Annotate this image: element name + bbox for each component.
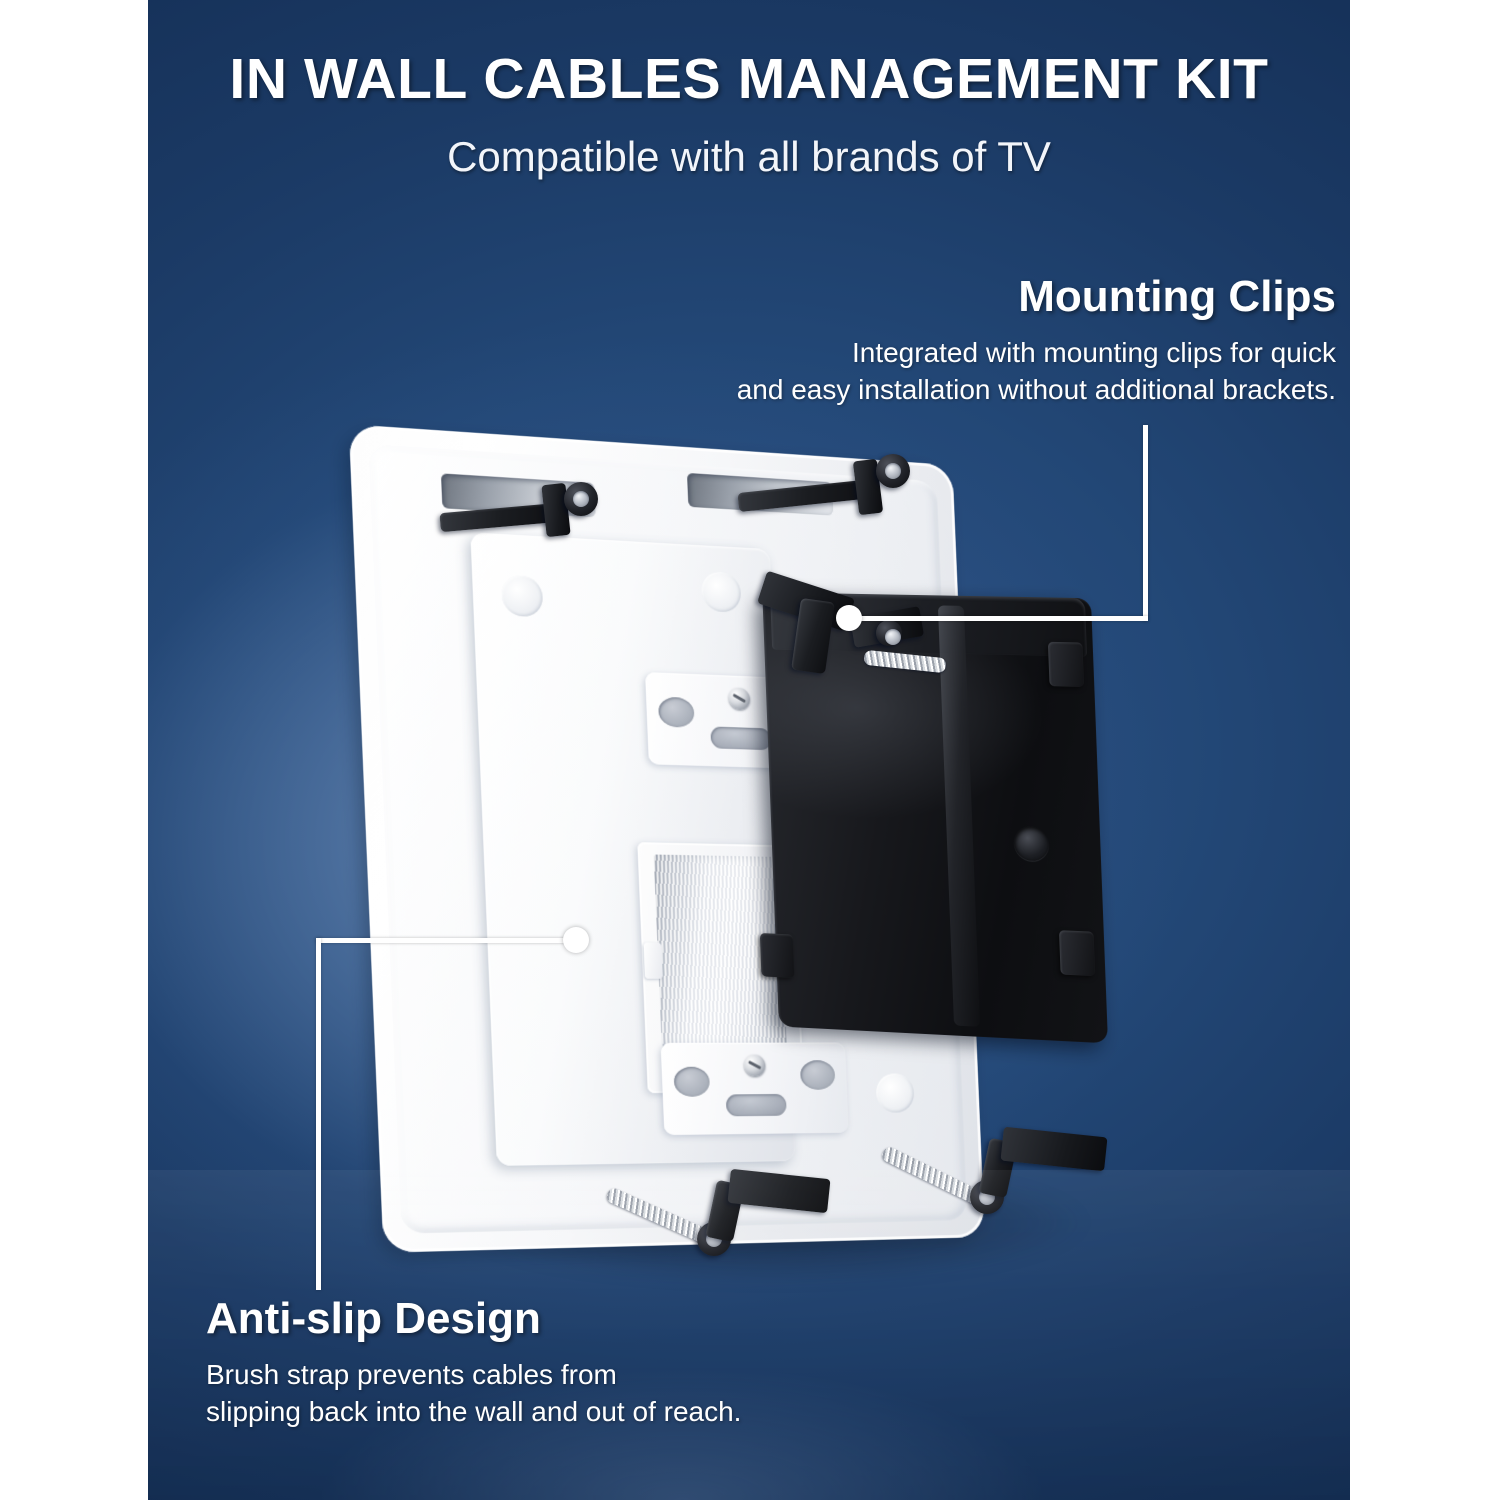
page-title: IN WALL CABLES MANAGEMENT KIT	[229, 47, 1269, 111]
anti-slip-leader-vertical	[316, 938, 321, 1290]
bracket-notch-bottom-left	[759, 933, 795, 978]
blue-background-panel: IN WALL CABLES MANAGEMENT KIT Compatible…	[148, 0, 1350, 1500]
mounting-clip-callout-target	[756, 570, 990, 688]
anti-slip-leader-horizontal	[316, 938, 574, 943]
anti-slip-leader-dot	[563, 927, 589, 953]
mounting-clip-bottom-left	[603, 1168, 833, 1268]
clip-screw-thread	[604, 1186, 712, 1245]
page-subtitle: Compatible with all brands of TV	[447, 133, 1051, 180]
mounting-clips-leader-dot	[836, 605, 862, 631]
clip-pivot-knob	[876, 620, 902, 646]
emboss-mark-upper-right	[700, 571, 742, 613]
product-photo	[148, 0, 1350, 1500]
clip-pivot-knob	[876, 454, 910, 488]
bracket-lower	[660, 1042, 849, 1136]
callout-anti-slip-design: Anti-slip Design Brush strap prevents ca…	[206, 1294, 886, 1431]
mounting-clips-leader-horizontal	[848, 616, 1148, 621]
bracket-oval-hole-left	[657, 696, 695, 728]
mounting-clip-bottom-right	[878, 1126, 1118, 1230]
callout-anti-slip-line1: Brush strap prevents cables from	[206, 1359, 617, 1391]
callout-anti-slip-title: Anti-slip Design	[206, 1294, 541, 1343]
bracket-slot-upper	[710, 726, 772, 751]
bracket-slot-lower	[725, 1093, 787, 1117]
clip-pad	[727, 1168, 831, 1214]
callout-mounting-clips-line1: Integrated with mounting clips for quick	[851, 337, 1336, 369]
brush-window-tab-left	[643, 942, 663, 979]
clip-screw-thread	[880, 1145, 984, 1206]
clip-arm	[737, 478, 875, 513]
bracket-oval-hole-right-lower	[799, 1060, 836, 1090]
mounting-clip-top-right	[737, 454, 938, 528]
callout-mounting-clips: Mounting Clips Integrated with mounting …	[596, 272, 1336, 409]
bracket-notch-bottom-right	[1058, 930, 1096, 977]
clip-screw-thread	[863, 649, 947, 674]
clip-pivot-knob	[564, 482, 598, 516]
emboss-mark-upper-left	[500, 574, 544, 618]
clip-pad	[1000, 1126, 1108, 1172]
callout-mounting-clips-line2: and easy installation without additional…	[736, 374, 1336, 406]
inner-module-body	[470, 532, 849, 1166]
callout-anti-slip-line2: slipping back into the wall and out of r…	[206, 1396, 742, 1428]
mounting-clips-leader-vertical	[1143, 425, 1148, 621]
bracket-oval-hole-left-lower	[673, 1066, 711, 1097]
clip-arm	[439, 502, 561, 533]
bracket-screw-upper	[728, 687, 751, 711]
bracket-screw-lower	[743, 1054, 766, 1077]
bracket-notch-top-right	[1047, 641, 1085, 688]
mounting-clip-top-left	[439, 482, 620, 552]
callout-mounting-clips-title: Mounting Clips	[1018, 272, 1336, 321]
emboss-mark-right-lower	[875, 1073, 915, 1113]
